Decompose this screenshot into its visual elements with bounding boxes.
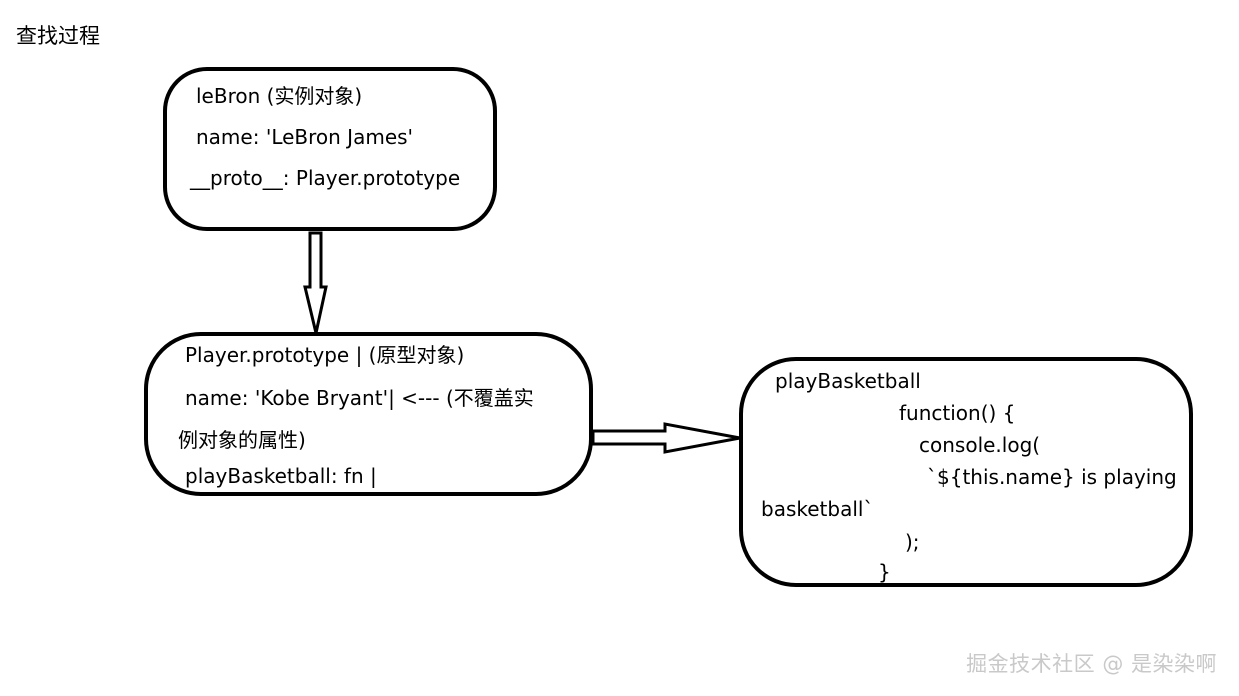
instance-line-name: leBron (实例对象) — [196, 84, 363, 108]
prototype-line-method: playBasketball: fn | — [185, 464, 377, 488]
method-line-template-end: basketball` — [761, 497, 874, 521]
method-line-close-brace: } — [878, 560, 891, 584]
method-line-function: function() { — [899, 401, 1016, 425]
prototype-line-property: name: 'Kobe Bryant'| <--- (不覆盖实 — [185, 386, 534, 410]
method-line-name: playBasketball — [775, 369, 921, 393]
prototype-line-note: 例对象的属性) — [178, 428, 306, 452]
instance-line-proto: __proto__: Player.prototype — [190, 166, 461, 190]
instance-object-box — [163, 67, 497, 231]
method-line-close-call: ); — [905, 530, 920, 554]
instance-line-property: name: 'LeBron James' — [196, 125, 414, 149]
arrow-right-prototype-to-method — [591, 422, 741, 454]
watermark: 掘金技术社区 @ 是染染啊 — [966, 652, 1217, 676]
prototype-line-name: Player.prototype | (原型对象) — [185, 343, 465, 367]
method-box — [739, 357, 1193, 587]
method-line-console: console.log( — [919, 433, 1041, 457]
arrow-down-instance-to-prototype — [303, 231, 328, 334]
method-line-template: `${this.name} is playing — [927, 465, 1177, 489]
prototype-object-box — [144, 332, 593, 496]
page-title: 查找过程 — [16, 24, 100, 48]
